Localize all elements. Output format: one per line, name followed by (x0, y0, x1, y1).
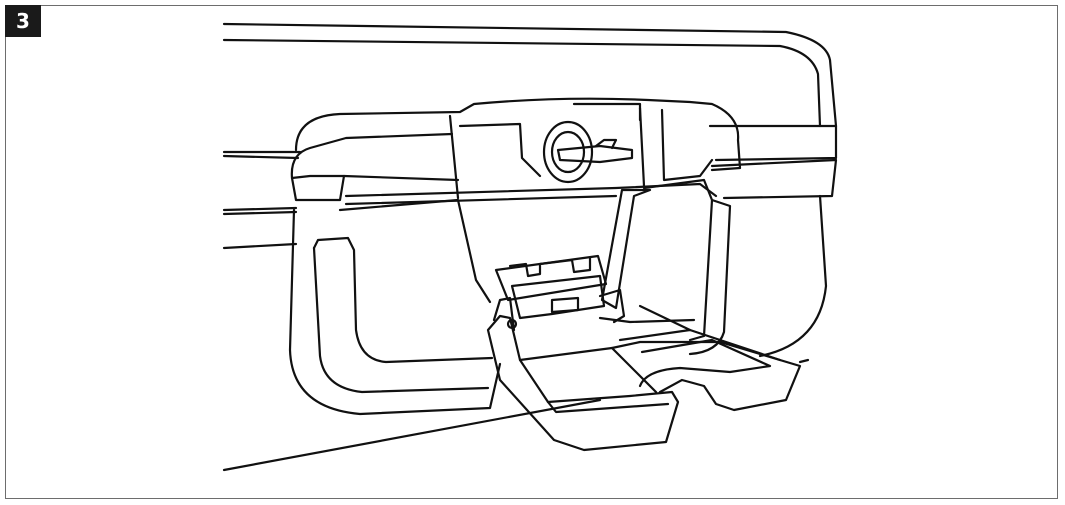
case-seam-right (708, 124, 838, 162)
left-bracket-face (338, 198, 492, 304)
latch-seam-strip-2 (344, 194, 618, 206)
case-lid-inner-edge (222, 38, 822, 128)
step-number-badge: 3 (5, 5, 41, 37)
case-lid-edge (222, 22, 838, 128)
latch-housing-right-block (660, 108, 714, 182)
latch-flap-right (610, 340, 802, 412)
latch-housing-divider-left (448, 114, 460, 200)
latch-housing-divider-right (638, 106, 646, 188)
latch-housing-panel (458, 122, 542, 178)
lock-cylinder-outer (542, 120, 594, 184)
latch-housing-top (294, 97, 742, 172)
latch-housing-left-rim (342, 174, 460, 182)
case-bottom-edge-right (798, 358, 810, 364)
latch-hinge-right (598, 288, 626, 324)
latch-catch-tab (550, 296, 580, 314)
latch-flap-right-cutout (638, 338, 772, 388)
case-bottom-edge (222, 398, 602, 472)
latch-flap-edge (598, 316, 696, 324)
right-bracket-rim (688, 198, 732, 356)
right-strap (600, 188, 652, 310)
right-bracket-base (638, 304, 692, 332)
latch-flap-left-floor (546, 400, 670, 414)
case-seam-right-2 (710, 158, 838, 200)
case-body-right-edge (758, 194, 828, 358)
case-body-line-2 (222, 210, 298, 216)
lock-cylinder-inner (550, 130, 586, 174)
left-bracket-groove (312, 236, 494, 364)
latch-teeth (508, 256, 592, 278)
key-body (556, 144, 634, 164)
latch-hinge-left (492, 296, 516, 332)
case-body-line-3 (222, 242, 298, 250)
key-bow (594, 138, 618, 150)
latch-housing-left-foot (290, 174, 346, 202)
left-bracket-inner (312, 246, 490, 394)
latch-housing-key-slot-frame (572, 102, 642, 122)
latch-housing-left-lip (290, 132, 454, 180)
latch-flap-left (486, 314, 680, 452)
latch-flap-left-inner (518, 346, 658, 394)
case-body-line (222, 206, 298, 212)
figure-frame (5, 5, 1058, 499)
right-bracket-outer (642, 178, 714, 342)
case-seam-left-2 (222, 154, 300, 160)
left-bracket-outer (288, 208, 502, 416)
latch-flap-right-inner (618, 328, 782, 362)
